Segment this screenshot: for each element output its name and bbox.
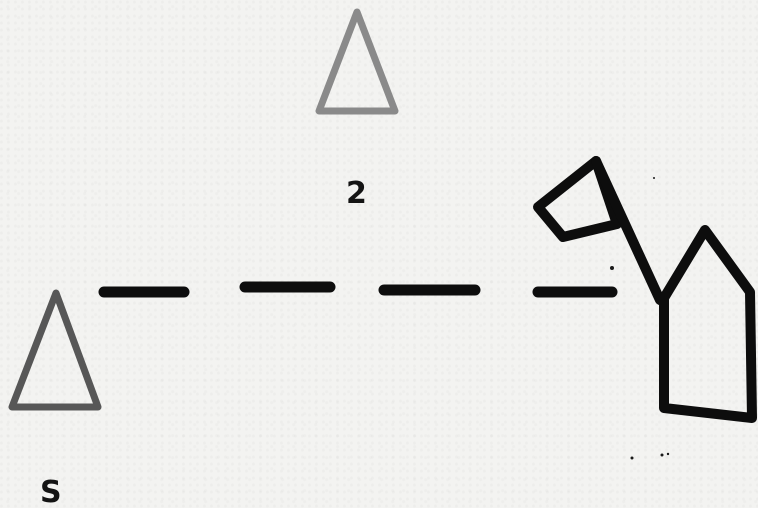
top-cone-icon xyxy=(319,12,395,111)
flag-icon xyxy=(538,161,660,300)
start-cone-icon xyxy=(12,293,98,407)
top-cone-label: 2 xyxy=(346,176,367,211)
start-cone-label: S xyxy=(40,475,62,508)
dashed-path xyxy=(104,287,612,292)
house-icon xyxy=(664,230,752,418)
